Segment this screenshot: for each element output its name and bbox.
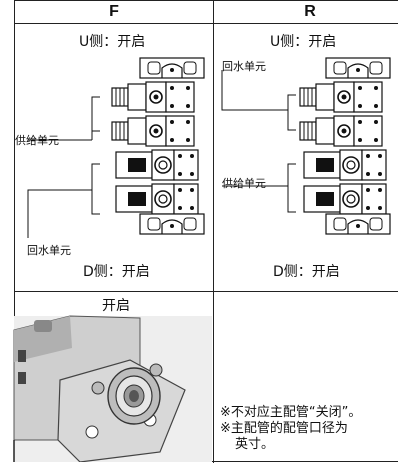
bottom-left-title: 开启 (102, 298, 130, 314)
right-top-label: U侧：开启 (270, 34, 337, 50)
header-f: F (109, 3, 119, 20)
header-r: R (304, 3, 316, 20)
valve-table: F R U侧：开启 供给单元 回水单元 D侧：开启 U侧：开启 回水单元 供给单… (14, 0, 398, 463)
right-bottom-label: D侧：开启 (273, 264, 340, 280)
open-valve-illustration (13, 315, 212, 462)
left-return-label: 回水单元 (27, 244, 71, 257)
left-bottom-label: D侧：开启 (83, 264, 150, 280)
note-line-3: 英寸。 (235, 437, 275, 452)
right-return-label: 回水单元 (222, 60, 266, 73)
right-supply-label: 供给单元 (222, 177, 266, 190)
note-line-1: ※不对应主配管“关闭”。 (220, 405, 362, 420)
note-line-2: ※主配管的配管口径为 (220, 421, 348, 436)
right-valve-stack (221, 57, 391, 235)
table-header-row: F R (15, 1, 398, 24)
left-top-label: U侧：开启 (79, 34, 146, 50)
left-valve-stack (27, 57, 205, 238)
column-divider (213, 1, 214, 463)
row-divider (15, 291, 398, 292)
